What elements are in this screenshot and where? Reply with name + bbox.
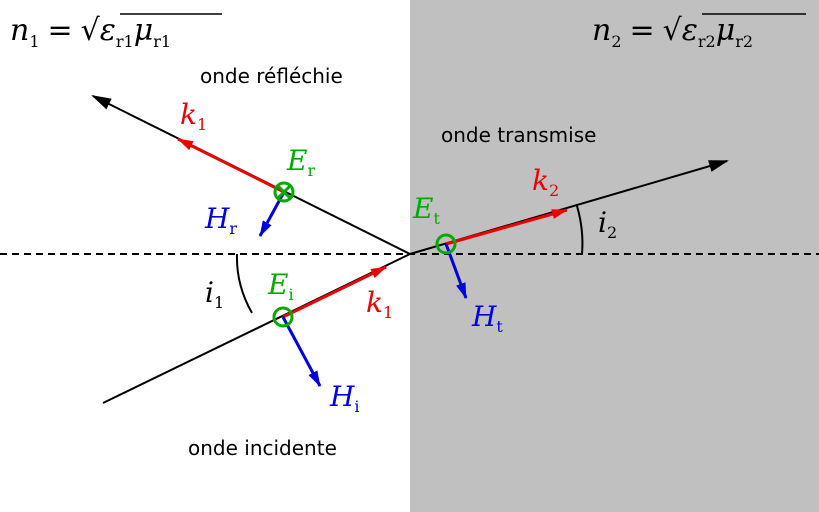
k-symbol: k bbox=[366, 286, 383, 319]
equals: = bbox=[48, 13, 73, 48]
e-reflected-label: Er bbox=[286, 144, 315, 180]
sqrt-sign: √ bbox=[81, 13, 101, 48]
h-sub: t bbox=[496, 317, 503, 336]
k-sub: 1 bbox=[197, 115, 207, 134]
e-incident-label: Ei bbox=[267, 268, 294, 304]
sqrt-sign: √ bbox=[663, 13, 683, 48]
k-reflected-label: k1 bbox=[180, 98, 207, 134]
equals: = bbox=[630, 13, 655, 48]
e-incident-out-of-page-icon bbox=[272, 306, 294, 328]
mu-sub: r2 bbox=[735, 32, 753, 51]
angle-i1-arc bbox=[235, 253, 253, 314]
e-sub: i bbox=[288, 285, 293, 304]
reflected-wave-label: onde réfléchie bbox=[200, 64, 343, 88]
i-symbol: i bbox=[598, 206, 607, 239]
eps-symbol: ε bbox=[100, 13, 116, 48]
i-sub: 2 bbox=[607, 223, 617, 242]
e-transmitted-out-of-page-icon bbox=[435, 233, 457, 255]
k-sub: 2 bbox=[549, 181, 559, 200]
h-reflected-label: Hr bbox=[204, 202, 237, 238]
i-symbol: i bbox=[205, 276, 214, 309]
k-symbol: k bbox=[180, 98, 197, 131]
h-symbol: H bbox=[204, 202, 230, 235]
h-sub: r bbox=[229, 219, 237, 238]
e-sub: t bbox=[433, 209, 440, 228]
eps-symbol: ε bbox=[682, 13, 698, 48]
e-symbol: E bbox=[267, 268, 288, 301]
e-transmitted-label: Et bbox=[412, 192, 440, 228]
k-transmitted-label: k2 bbox=[532, 164, 559, 200]
e-sub: r bbox=[307, 161, 315, 180]
eps-sub: r2 bbox=[698, 32, 716, 51]
mu-sub: r1 bbox=[153, 32, 171, 51]
k-sub: 1 bbox=[383, 303, 393, 322]
incident-wave-label: onde incidente bbox=[188, 436, 337, 460]
h-symbol: H bbox=[329, 380, 355, 413]
k-reflected-arrow bbox=[177, 137, 285, 194]
mu-symbol: μ bbox=[134, 13, 154, 48]
n2-symbol: n bbox=[592, 13, 611, 48]
h-symbol: H bbox=[471, 300, 497, 333]
mu-symbol: μ bbox=[716, 13, 736, 48]
i-sub: 1 bbox=[214, 293, 224, 312]
h-transmitted-label: Ht bbox=[471, 300, 503, 336]
n2-sub: 2 bbox=[611, 32, 621, 51]
n1-symbol: n bbox=[10, 13, 29, 48]
medium-2-region bbox=[410, 0, 819, 512]
eps-sub: r1 bbox=[116, 32, 134, 51]
medium-2-index-formula: n2=√εr2μr2 bbox=[592, 13, 753, 51]
medium-1-index-formula: n1=√εr1μr1 bbox=[10, 13, 171, 51]
h-incident-label: Hi bbox=[329, 380, 360, 416]
e-symbol: E bbox=[412, 192, 433, 225]
h-incident-arrow bbox=[281, 316, 322, 387]
k-transmitted-arrow bbox=[445, 208, 568, 246]
k-incident-arrow bbox=[282, 265, 387, 319]
h-sub: i bbox=[354, 397, 359, 416]
angle-i2-label: i2 bbox=[598, 206, 617, 242]
angle-i1-label: i1 bbox=[205, 276, 224, 312]
e-symbol: E bbox=[286, 144, 307, 177]
n1-sub: 1 bbox=[29, 32, 39, 51]
k-incident-label: k1 bbox=[366, 286, 393, 322]
e-reflected-into-page-icon bbox=[273, 181, 295, 203]
transmitted-wave-label: onde transmise bbox=[441, 123, 596, 147]
k-symbol: k bbox=[532, 164, 549, 197]
angle-i2-arc bbox=[576, 205, 584, 255]
